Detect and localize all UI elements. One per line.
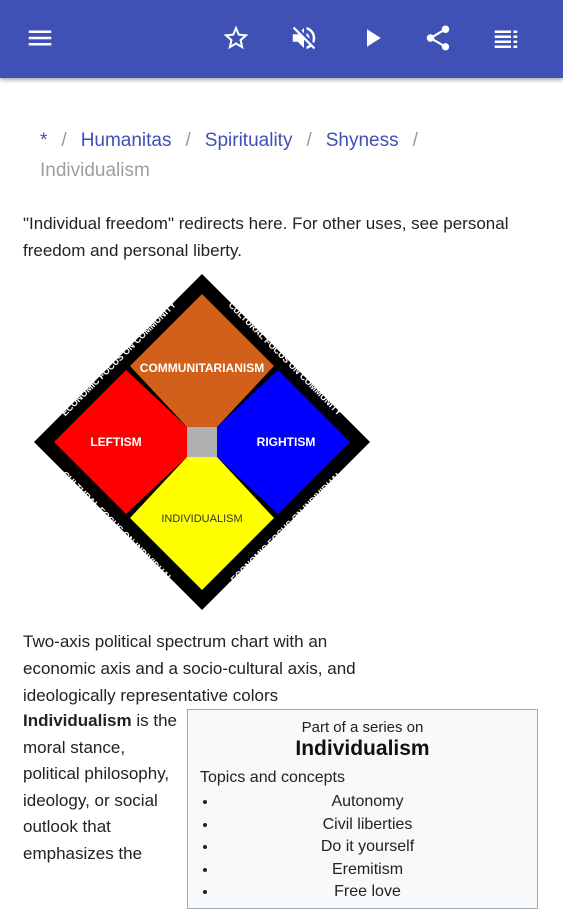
volume-mute-icon	[292, 26, 316, 50]
intro-paragraph: Individualism is the moral stance, polit…	[23, 708, 183, 867]
app-toolbar	[0, 0, 563, 78]
infobox-section-title: Topics and concepts	[200, 769, 345, 786]
playlist-icon	[494, 30, 518, 48]
infobox-title[interactable]: Individualism	[295, 737, 430, 760]
individualism-label: INDIVIDUALISM	[161, 513, 242, 525]
breadcrumb-item-shyness[interactable]: Shyness	[325, 130, 399, 151]
list-item[interactable]: Do it yourself	[218, 836, 537, 859]
contents-button[interactable]	[486, 18, 526, 58]
political-spectrum-diagram: COMMUNITARIANISM LEFTISM RIGHTISM INDIVI…	[34, 274, 370, 610]
rightism-region	[217, 370, 350, 514]
star-icon	[223, 25, 249, 50]
mute-button[interactable]	[284, 18, 324, 58]
breadcrumb-item-spirituality[interactable]: Spirituality	[204, 130, 293, 151]
list-item[interactable]: Civil liberties	[218, 814, 537, 837]
communitarianism-region	[130, 294, 274, 427]
series-infobox: Part of a series on Individualism Topics…	[187, 709, 538, 909]
play-button[interactable]	[352, 18, 392, 58]
menu-button[interactable]	[20, 18, 60, 58]
play-icon	[367, 29, 381, 47]
leftism-label: LEFTISM	[90, 435, 141, 449]
breadcrumb-separator: /	[306, 130, 312, 151]
list-item[interactable]: Eremitism	[218, 859, 537, 882]
center-square	[187, 427, 217, 457]
image-caption: Two-axis political spectrum chart with a…	[23, 632, 356, 705]
breadcrumb: * / Humanitas / Spirituality / Shyness / Indivi…	[40, 126, 540, 186]
individualism-region	[130, 457, 274, 590]
breadcrumb-separator: /	[61, 130, 67, 151]
leftism-region	[54, 370, 187, 514]
infobox-pretitle: Part of a series on	[301, 719, 424, 736]
breadcrumb-item-home[interactable]: *	[40, 130, 48, 151]
menu-icon	[28, 30, 52, 46]
breadcrumb-current: Individualism	[40, 160, 150, 181]
favorite-button[interactable]	[216, 18, 256, 58]
breadcrumb-separator: /	[412, 130, 418, 151]
breadcrumb-item-humanitas[interactable]: Humanitas	[80, 130, 172, 151]
intro-text: is the moral stance, political philosoph…	[23, 711, 177, 863]
infobox-list: Autonomy Civil liberties Do it yourself …	[188, 791, 537, 904]
rightism-label: RIGHTISM	[257, 435, 316, 449]
list-item[interactable]: Autonomy	[218, 791, 537, 814]
intro-term: Individualism	[23, 711, 132, 730]
list-item[interactable]: Free love	[218, 881, 537, 904]
breadcrumb-separator: /	[185, 130, 191, 151]
share-button[interactable]	[418, 18, 458, 58]
communitarianism-label: COMMUNITARIANISM	[140, 361, 264, 375]
share-icon	[426, 25, 450, 51]
hatnote-text: "Individual freedom" redirects here. For…	[23, 214, 509, 260]
